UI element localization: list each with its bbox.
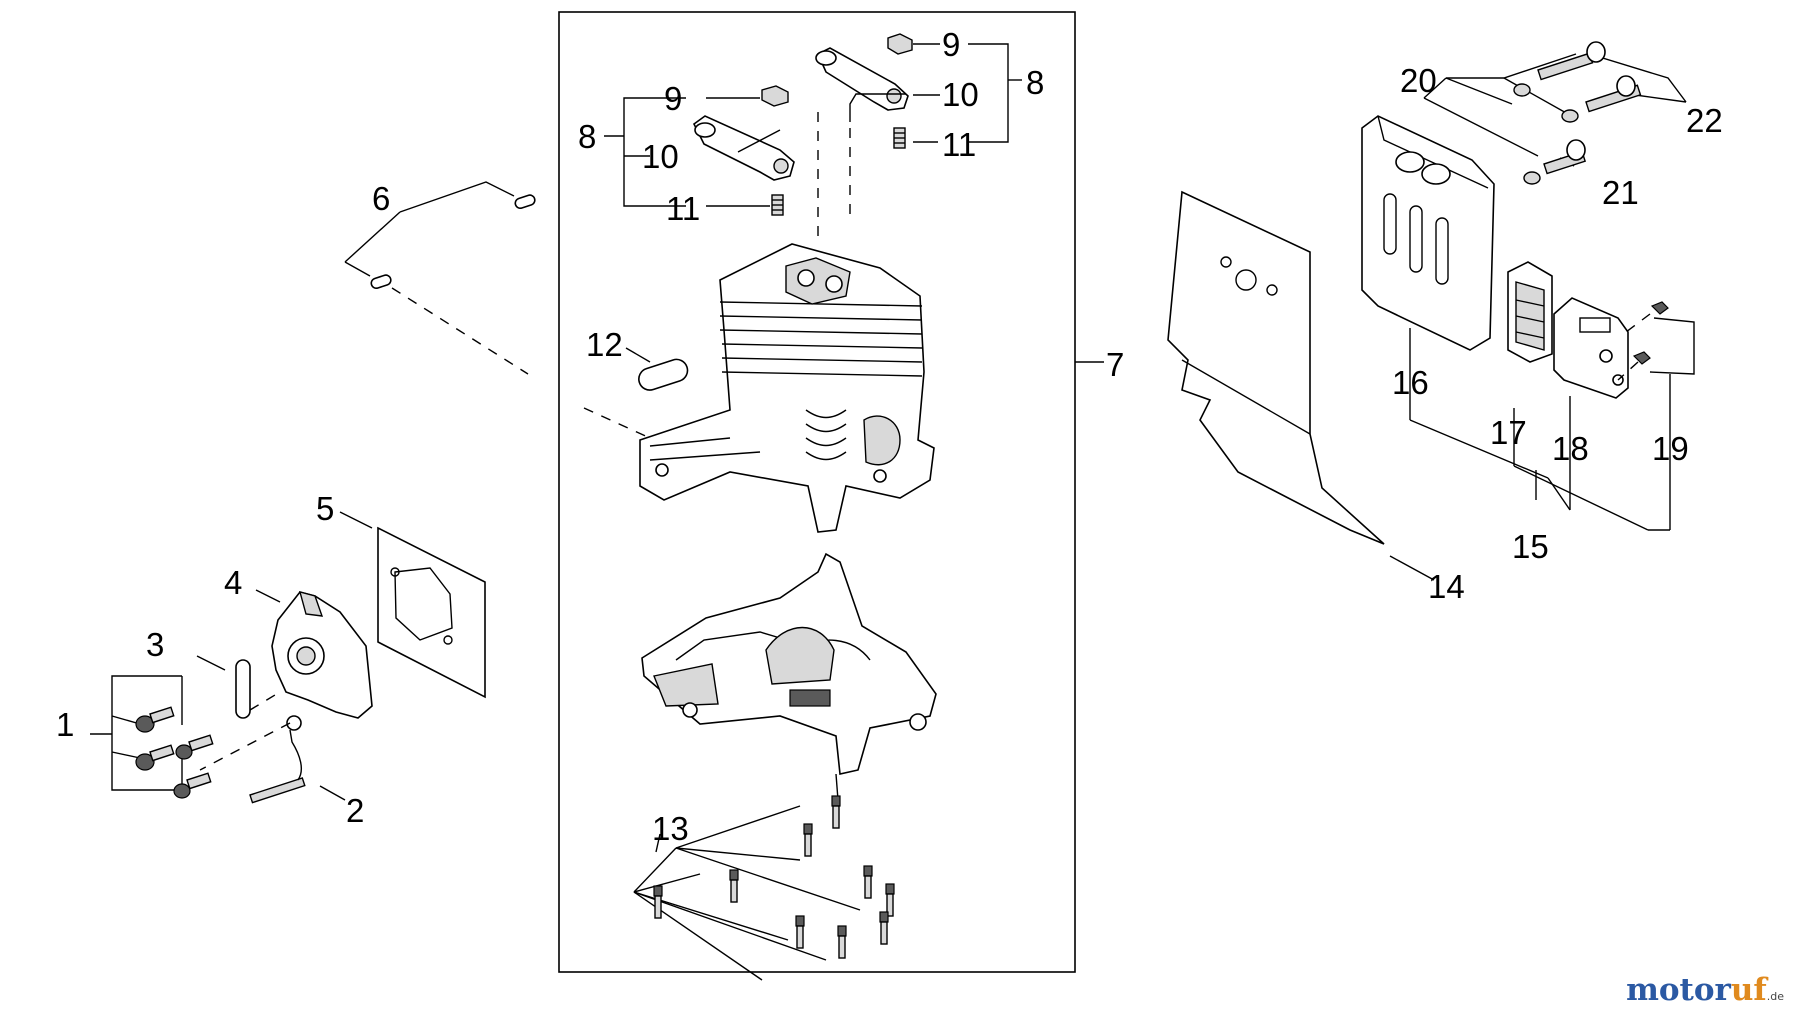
rocker-arm-group-left: [604, 85, 819, 240]
washer-icon: [1523, 171, 1541, 185]
screws-19: [1617, 301, 1695, 531]
spark-arrestor-screen-17: [1507, 261, 1553, 466]
bolts-washers-20-21-22: [1423, 41, 1687, 185]
nut-icon: [887, 33, 913, 55]
callout-11-left: 11: [666, 190, 700, 227]
watermark-part2: uf: [1730, 972, 1767, 1008]
callout-7: 7: [1106, 346, 1124, 383]
callout-11-right: 11: [942, 126, 976, 163]
bolt-icon: [1543, 139, 1587, 175]
callout-5: 5: [316, 490, 334, 527]
rocker-arm-group-right: [815, 33, 1022, 220]
callout-6: 6: [372, 180, 390, 217]
callout-3: 3: [146, 626, 164, 663]
screw-icon: [795, 915, 805, 949]
callout-9-left: 9: [664, 80, 682, 117]
bolt-icon: [135, 706, 175, 733]
insulator-4: [255, 589, 373, 719]
dowel-pins-6: [344, 181, 536, 375]
callout-1: 1: [56, 706, 74, 743]
rocker-arm-icon: [815, 47, 909, 111]
washer-icon: [1561, 109, 1579, 123]
watermark-suffix: .de: [1766, 990, 1784, 1003]
callout-16: 16: [1392, 364, 1429, 401]
callout-17: 17: [1490, 414, 1527, 451]
nut-icon: [1650, 301, 1669, 315]
watermark-part1: motor: [1626, 972, 1731, 1008]
screw-icon: [653, 885, 663, 919]
stud-with-lead-2: [199, 715, 346, 804]
bolt-icon: [175, 734, 214, 760]
screw-icon: [831, 795, 841, 829]
adjuster-screw-icon: [771, 194, 784, 216]
screw-icon: [837, 925, 847, 959]
gasket-5: [339, 511, 486, 699]
callout-22: 22: [1686, 102, 1723, 139]
callout-14: 14: [1428, 568, 1465, 605]
callout-12: 12: [586, 326, 623, 363]
callout-13: 13: [652, 810, 689, 847]
callout-19: 19: [1652, 430, 1689, 467]
muffler-cover-18: [1553, 297, 1629, 500]
callout-10-right: 10: [942, 76, 979, 113]
crankcase-icon: [641, 552, 937, 801]
screw-icon: [803, 823, 813, 857]
adjuster-screw-icon: [893, 127, 906, 149]
bolt-icon: [135, 744, 175, 771]
bolt-icon: [1537, 41, 1606, 81]
callout-18: 18: [1552, 430, 1589, 467]
callout-21: 21: [1602, 174, 1639, 211]
watermark-logo: motoruf.de: [1626, 972, 1784, 1008]
pin-3: [196, 655, 276, 719]
heat-shield-14: [1167, 190, 1435, 581]
engine-assembly-frame: [558, 11, 1076, 973]
nut-icon: [1632, 351, 1651, 365]
screw-icon: [729, 869, 739, 903]
callout-20: 20: [1400, 62, 1437, 99]
bolt-icon: [173, 772, 212, 799]
piston-pin-12: [583, 347, 689, 439]
assembly-bracket-15: [1513, 465, 1649, 531]
callout-9-right: 9: [942, 26, 960, 63]
muffler-16: [1361, 115, 1549, 479]
callout-15: 15: [1512, 528, 1549, 565]
washer-icon: [1513, 83, 1531, 97]
rocker-arm-icon: [692, 115, 795, 181]
callout-10-left: 10: [642, 138, 679, 175]
bolt-icon: [1585, 75, 1642, 113]
callout-4: 4: [224, 564, 242, 601]
callout-8-right: 8: [1026, 64, 1044, 101]
screw-icon: [885, 883, 895, 917]
callout-8-left: 8: [578, 118, 596, 155]
screw-icon: [879, 911, 889, 945]
nut-icon: [761, 85, 789, 107]
cylinder-block-icon: [639, 243, 935, 533]
callout-2: 2: [346, 792, 364, 829]
screw-set-1: [90, 675, 214, 799]
crankcase-screws-13: [633, 795, 895, 981]
screw-icon: [863, 865, 873, 899]
